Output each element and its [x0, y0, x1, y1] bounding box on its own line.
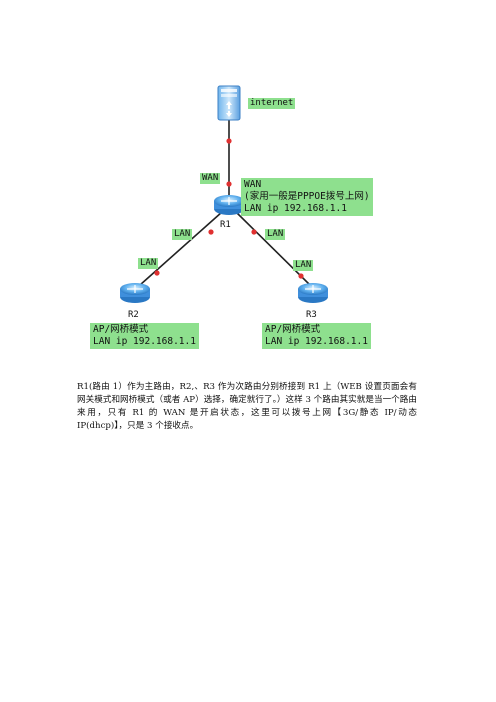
network-topology-diagram — [120, 85, 328, 303]
r3-name: R3 — [306, 310, 317, 320]
link-dot — [226, 181, 232, 187]
lan-label-right-upper: LAN — [265, 229, 286, 240]
r2-lan-ip: LAN ip 192.168.1.1 — [93, 336, 196, 347]
link-dot — [251, 229, 257, 235]
r1-name: R1 — [220, 220, 231, 230]
server-icon — [217, 85, 241, 121]
link-r1-r3 — [235, 211, 311, 286]
r2-mode: AP/网桥模式 — [93, 324, 149, 335]
r3-info-box: AP/网桥模式 LAN ip 192.168.1.1 — [262, 323, 371, 349]
internet-label: internet — [248, 98, 296, 109]
router-icon-r3 — [298, 283, 328, 303]
r1-wan-line: WAN — [244, 179, 262, 190]
r1-info-box: WAN (家用一般是PPPOE拨号上网) LAN ip 192.168.1.1 — [241, 178, 373, 216]
description-paragraph: R1(路由 1）作为主路由，R2,、R3 作为次路由分别桥接到 R1 上（WEB… — [77, 381, 417, 432]
lan-label-left-lower: LAN — [138, 258, 159, 269]
r2-name: R2 — [128, 310, 139, 320]
router-icon-r1 — [214, 195, 244, 215]
r3-mode: AP/网桥模式 — [265, 324, 321, 335]
link-dot — [208, 229, 214, 235]
lan-label-left-upper: LAN — [172, 229, 193, 240]
r3-lan-ip: LAN ip 192.168.1.1 — [265, 336, 368, 347]
r2-info-box: AP/网桥模式 LAN ip 192.168.1.1 — [90, 323, 199, 349]
link-r1-r2 — [139, 211, 223, 286]
router-icon-r2 — [120, 283, 150, 303]
link-dot — [154, 270, 160, 276]
r1-lan-ip: LAN ip 192.168.1.1 — [244, 203, 347, 214]
lan-label-right-lower: LAN — [293, 260, 314, 271]
link-dot — [298, 273, 304, 279]
r1-pppoe-note: (家用一般是PPPOE拨号上网) — [244, 191, 370, 202]
wan-label-top: WAN — [200, 173, 221, 184]
link-dot — [226, 138, 232, 144]
